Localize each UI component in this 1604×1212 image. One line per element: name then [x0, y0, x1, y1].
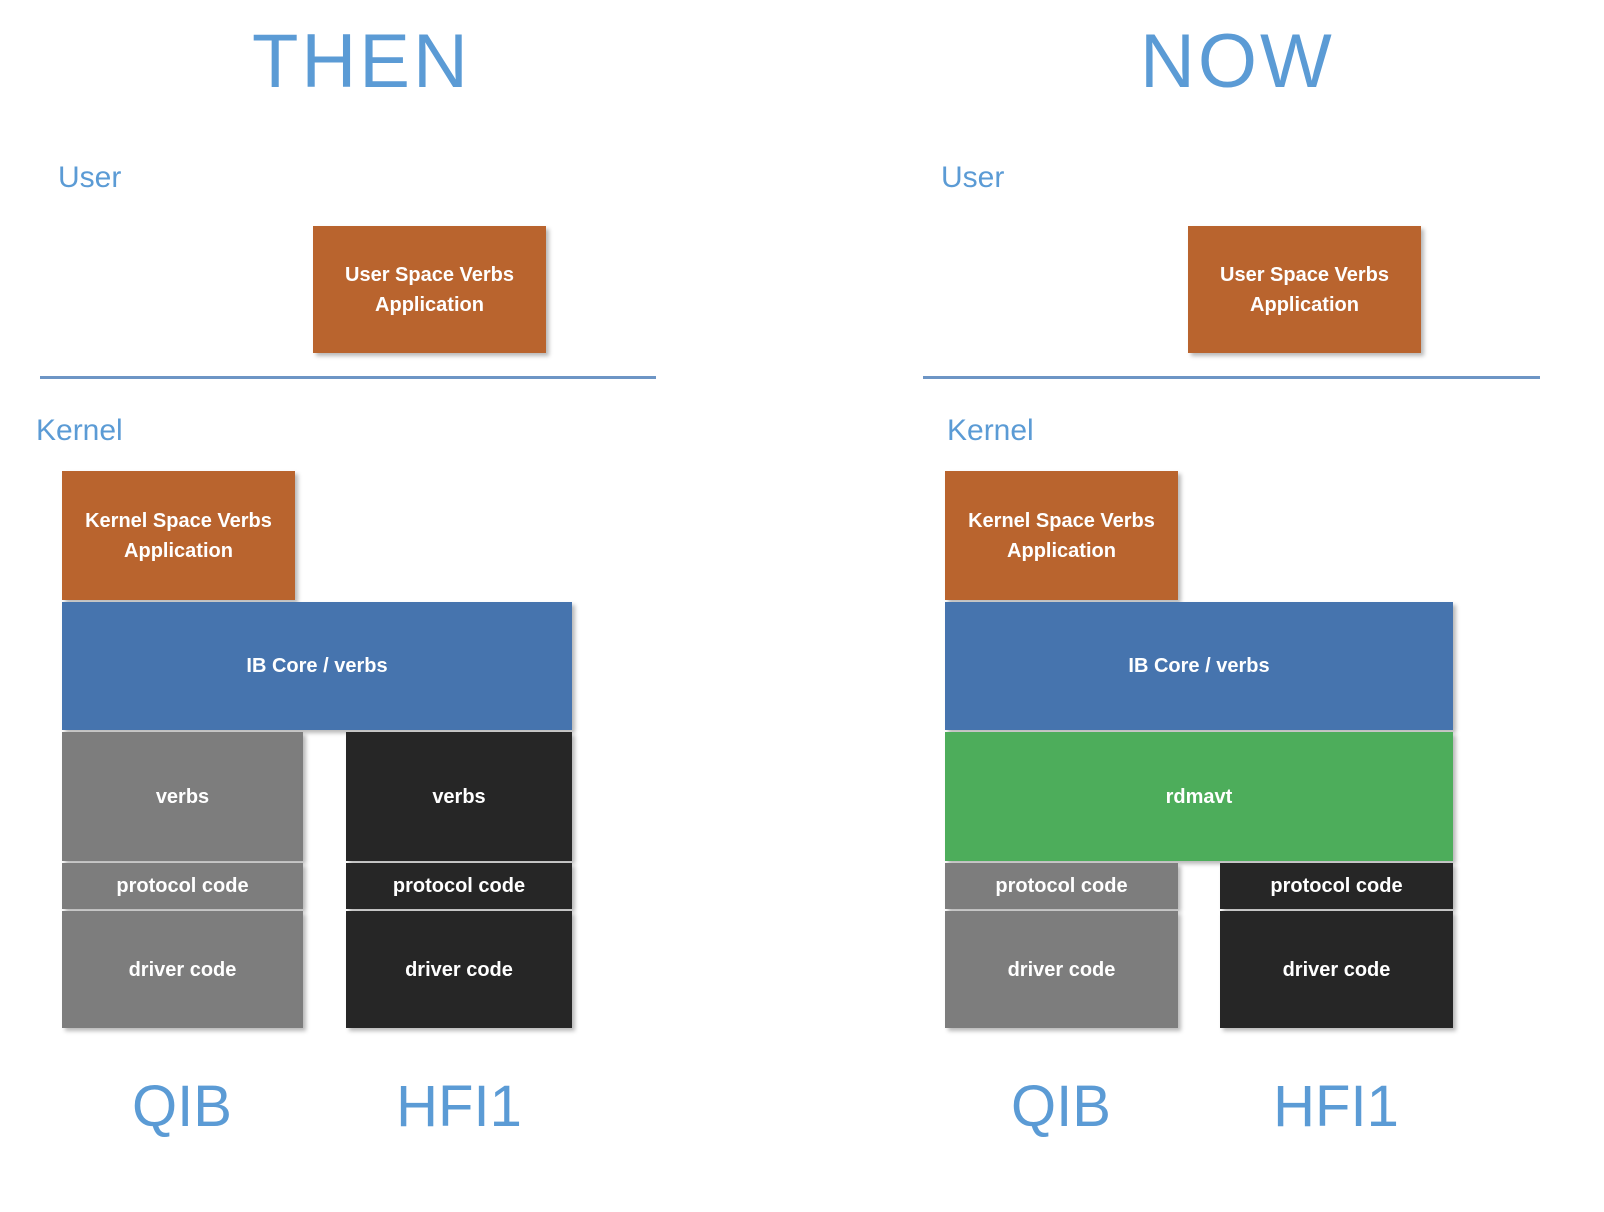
now-rdmavt-box: rdmavt	[945, 732, 1453, 861]
now-qib-protocol-code-box: protocol code	[945, 863, 1178, 909]
then-kernel-space-verbs-application-box: Kernel Space Verbs Application	[62, 471, 295, 600]
now-ib-core-verbs-box: IB Core / verbs	[945, 602, 1453, 730]
now-user-space-verbs-application-box: User Space Verbs Application	[1188, 226, 1421, 353]
then-hfi1-verbs-box: verbs	[346, 732, 572, 861]
now-user-kernel-divider	[923, 376, 1540, 379]
now-hfi1-driver-code-box: driver code	[1220, 911, 1453, 1028]
then-title: THEN	[252, 19, 471, 104]
now-hfi1-protocol-code-box: protocol code	[1220, 863, 1453, 909]
now-kernel-section-label: Kernel	[947, 414, 1034, 447]
now-kernel-space-verbs-application-box: Kernel Space Verbs Application	[945, 471, 1178, 600]
then-hfi1-label: HFI1	[396, 1074, 522, 1139]
now-hfi1-label: HFI1	[1273, 1074, 1399, 1139]
then-hfi1-driver-code-box: driver code	[346, 911, 572, 1028]
then-user-space-verbs-application-box: User Space Verbs Application	[313, 226, 546, 353]
then-hfi1-protocol-code-box: protocol code	[346, 863, 572, 909]
then-qib-driver-code-box: driver code	[62, 911, 303, 1028]
now-qib-label: QIB	[1011, 1074, 1111, 1139]
now-qib-driver-code-box: driver code	[945, 911, 1178, 1028]
then-ib-core-verbs-box: IB Core / verbs	[62, 602, 572, 730]
then-qib-verbs-box: verbs	[62, 732, 303, 861]
then-kernel-section-label: Kernel	[36, 414, 123, 447]
now-title: NOW	[1140, 19, 1335, 104]
then-qib-label: QIB	[132, 1074, 232, 1139]
then-user-kernel-divider	[40, 376, 656, 379]
then-qib-protocol-code-box: protocol code	[62, 863, 303, 909]
now-user-section-label: User	[941, 161, 1005, 194]
then-user-section-label: User	[58, 161, 122, 194]
